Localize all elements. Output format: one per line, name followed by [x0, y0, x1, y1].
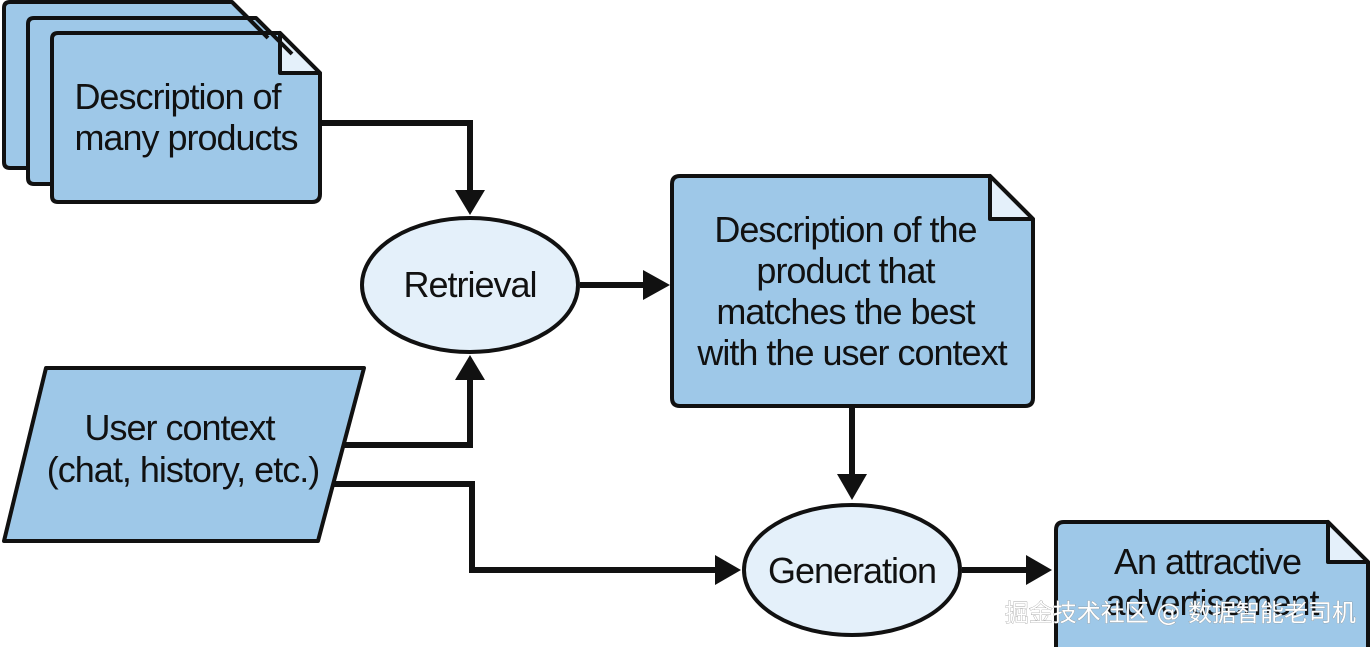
connectors: [322, 120, 1052, 585]
retrieval-label: Retrieval: [403, 264, 536, 305]
document-front-fold: [278, 31, 322, 75]
document-back-fold: [230, 0, 270, 40]
matched-description-document: [670, 174, 1035, 408]
matched-description-label: Description of the product that matches …: [696, 209, 1007, 373]
advertisement-fold: [1326, 520, 1370, 564]
user-context-node: [2, 366, 366, 543]
advertisement-sheet: [1054, 520, 1370, 647]
user-context-label: User context (chat, history, etc.): [47, 407, 319, 490]
arrowhead-generation-to-advertisement: [1026, 555, 1052, 585]
document-front-sheet: [50, 31, 322, 204]
advertisement-label: An attractive advertisement: [1105, 541, 1319, 623]
arrow-context-to-generation: [330, 481, 717, 573]
advertisement-document: [1054, 520, 1370, 647]
arrowhead-context-to-retrieval: [455, 355, 485, 380]
product-descriptions-label: Description of many products: [74, 76, 297, 158]
arrow-context-to-retrieval: [344, 377, 473, 448]
arrowhead-products-to-retrieval: [455, 190, 485, 215]
arrowhead-retrieval-to-matched: [643, 270, 670, 300]
matched-description-sheet: [670, 174, 1035, 408]
generation-label: Generation: [768, 550, 936, 591]
arrowhead-context-to-generation: [715, 555, 741, 585]
matched-description-fold: [988, 174, 1035, 221]
generation-node: [742, 503, 962, 637]
arrow-products-to-retrieval: [322, 120, 473, 192]
retrieval-node: [360, 216, 580, 354]
watermark-text: 掘金技术社区 @ 数据智能老司机: [1005, 599, 1356, 627]
product-descriptions-stack: [2, 0, 322, 204]
arrowhead-matched-to-generation: [837, 474, 867, 500]
document-middle-fold: [254, 16, 294, 56]
